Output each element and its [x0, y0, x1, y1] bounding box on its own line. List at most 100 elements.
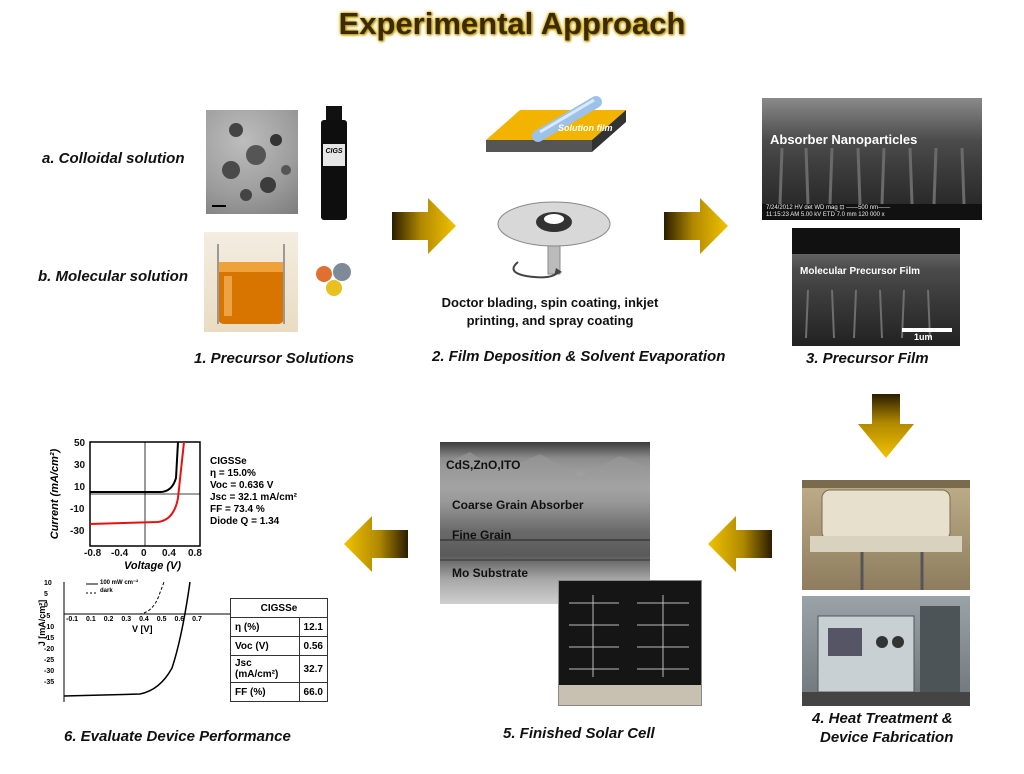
y2-axis-label: J [mA/cm²] — [37, 599, 47, 647]
vial-label: CIGS — [325, 148, 343, 155]
stat-diode: Diode Q = 1.34 — [210, 516, 280, 527]
layer-coarse-label: Coarse Grain Absorber — [452, 498, 584, 512]
table-cell: 0.56 — [298, 636, 329, 656]
step2-label: 2. Film Deposition & Solvent Evaporation — [432, 348, 726, 365]
jv-plot-1: 50 30 10 -10 -30 -0.8 -0.4 0 0.4 0.8 Vol… — [40, 438, 210, 578]
stat-eta: η = 15.0% — [210, 468, 256, 479]
table-cell: 66.0 — [298, 682, 329, 702]
legend-dark: dark — [100, 588, 113, 594]
y2-tick: 5 — [44, 591, 48, 598]
furnace-image — [802, 480, 970, 590]
scale-bar-label: 1um — [914, 332, 933, 342]
beaker-image — [204, 232, 298, 332]
x-tick-04: 0.4 — [162, 548, 176, 559]
y2-tick: -5 — [44, 613, 51, 620]
y-tick-30: 30 — [74, 460, 86, 471]
arrow-left-icon — [344, 516, 408, 572]
methods-line-1: Doctor blading, spin coating, inkjet — [441, 295, 659, 310]
y-axis-label: Current (mA/cm²) — [49, 448, 61, 540]
x2-tick: 0.7 — [192, 616, 202, 623]
solution-film-label: Solution film — [558, 123, 613, 133]
stat-jsc: Jsc = 32.1 mA/cm² — [210, 492, 297, 503]
table-cell: Voc (V) — [230, 636, 300, 656]
x-axis-label: Voltage (V) — [124, 560, 182, 572]
table-cell: 12.1 — [298, 617, 329, 637]
results-table: CIGSSe η (%)12.1 Voc (V)0.56 Jsc (mA/cm²… — [230, 598, 329, 702]
x-ticks-2: -0.1 0.1 0.2 0.3 0.4 0.5 0.6 0.7 — [66, 616, 202, 623]
sem-info-line-1: 7/24/2012 HV det WD mag ⊡ ——500 nm—— — [766, 205, 891, 211]
stat-name: CIGSSe — [210, 456, 247, 467]
arrow-down-icon — [858, 394, 914, 458]
layer-cds-label: CdS,ZnO,ITO — [446, 458, 521, 472]
table-row: Voc (V)0.56 — [230, 636, 329, 656]
table-cell: FF (%) — [230, 682, 300, 702]
layer-fine-label: Fine Grain — [452, 528, 512, 542]
x2-tick: 0.5 — [156, 616, 167, 623]
methods-line-2: printing, and spray coating — [466, 313, 634, 328]
step4-label-line-1: 4. Heat Treatment & — [812, 710, 953, 727]
x2-tick: 0.6 — [174, 616, 185, 623]
table-cell: 32.7 — [298, 655, 329, 683]
stat-voc: Voc = 0.636 V — [210, 480, 274, 491]
sem-info-line-2: 11:15:23 AM 5.00 kV ETD 7.0 mm 120 000 x — [766, 212, 885, 218]
x2-axis-label: V [V] — [132, 624, 153, 634]
powder-icon — [312, 262, 356, 298]
step5-label: 5. Finished Solar Cell — [503, 725, 655, 742]
step4-label-line-2: Device Fabrication — [820, 729, 954, 746]
table-row: Jsc (mA/cm²)32.7 — [230, 655, 329, 683]
legend-light: 100 mW cm⁻² — [100, 580, 139, 586]
fabrication-equipment-image — [802, 596, 970, 706]
solar-cell-photo — [558, 580, 702, 706]
y2-tick: -15 — [44, 635, 55, 642]
y-tick-50: 50 — [74, 438, 86, 449]
page-title: Experimental Approach — [338, 6, 686, 41]
y2-tick: 10 — [44, 580, 52, 587]
y2-tick: -30 — [44, 668, 55, 675]
absorber-sem-image: Absorber Nanoparticles 7/24/2012 HV det … — [762, 98, 982, 220]
y-tick-minus10: -10 — [70, 504, 85, 515]
table-header: CIGSSe — [230, 598, 328, 618]
deposition-methods: Doctor blading, spin coating, inkjet pri… — [430, 294, 670, 330]
table-cell: Jsc (mA/cm²) — [230, 655, 300, 683]
x-tick-0: 0 — [141, 548, 147, 559]
x-tick-08: 0.8 — [188, 548, 202, 559]
y-tick-minus30: -30 — [70, 526, 85, 537]
table-row: FF (%)66.0 — [230, 682, 329, 702]
step6-label: 6. Evaluate Device Performance — [64, 728, 291, 745]
y2-tick: -35 — [44, 679, 55, 686]
molecular-film-label: Molecular Precursor Film — [800, 266, 921, 277]
x2-tick: 0.3 — [121, 616, 132, 623]
doctor-blade-diagram — [480, 96, 630, 176]
molecular-label: b. Molecular solution — [38, 268, 189, 285]
x2-tick: -0.1 — [66, 616, 79, 623]
step3-label: 3. Precursor Film — [806, 350, 929, 367]
stat-ff: FF = 73.4 % — [210, 504, 265, 515]
arrow-right-icon — [392, 198, 456, 254]
x-tick-minus08: -0.8 — [84, 548, 102, 559]
y-ticks-2: 10 5 0 -5 -10 -15 -20 -25 -30 -35 — [44, 578, 54, 688]
x-tick-minus04: -0.4 — [111, 548, 129, 559]
colloidal-label: a. Colloidal solution — [42, 150, 185, 167]
y2-tick: -25 — [44, 657, 55, 664]
x2-tick: 0.2 — [103, 616, 114, 623]
spin-coater-diagram — [496, 192, 612, 282]
table-cell: η (%) — [230, 617, 300, 637]
step1-label: 1. Precursor Solutions — [194, 350, 355, 367]
nanoparticle-image — [212, 123, 291, 207]
jv-plot-2: 100 mW cm⁻² dark 10 5 0 -5 -10 -15 -20 -… — [37, 578, 230, 708]
y2-tick: -20 — [44, 646, 55, 653]
arrow-left-icon — [708, 516, 772, 572]
cell-cross-section-image: CdS,ZnO,ITO Coarse Grain Absorber Fine G… — [440, 442, 650, 604]
tem-image — [206, 110, 298, 214]
x2-tick: 0.4 — [139, 616, 149, 623]
y2-tick: 0 — [44, 602, 48, 609]
absorber-label: Absorber Nanoparticles — [770, 132, 918, 147]
y-tick-10: 10 — [74, 482, 86, 493]
layer-mo-label: Mo Substrate — [452, 566, 529, 580]
cigs-vial: CIGS — [318, 106, 350, 220]
substrate-label: Substrate — [488, 157, 535, 168]
y2-tick: -10 — [44, 624, 55, 631]
sem-info: 7/24/2012 HV det WD mag ⊡ ——500 nm—— 11:… — [766, 205, 890, 219]
x2-tick: 0.1 — [86, 616, 96, 623]
perf1-stats: CIGSSe η = 15.0% Voc = 0.636 V Jsc = 32.… — [210, 456, 297, 528]
